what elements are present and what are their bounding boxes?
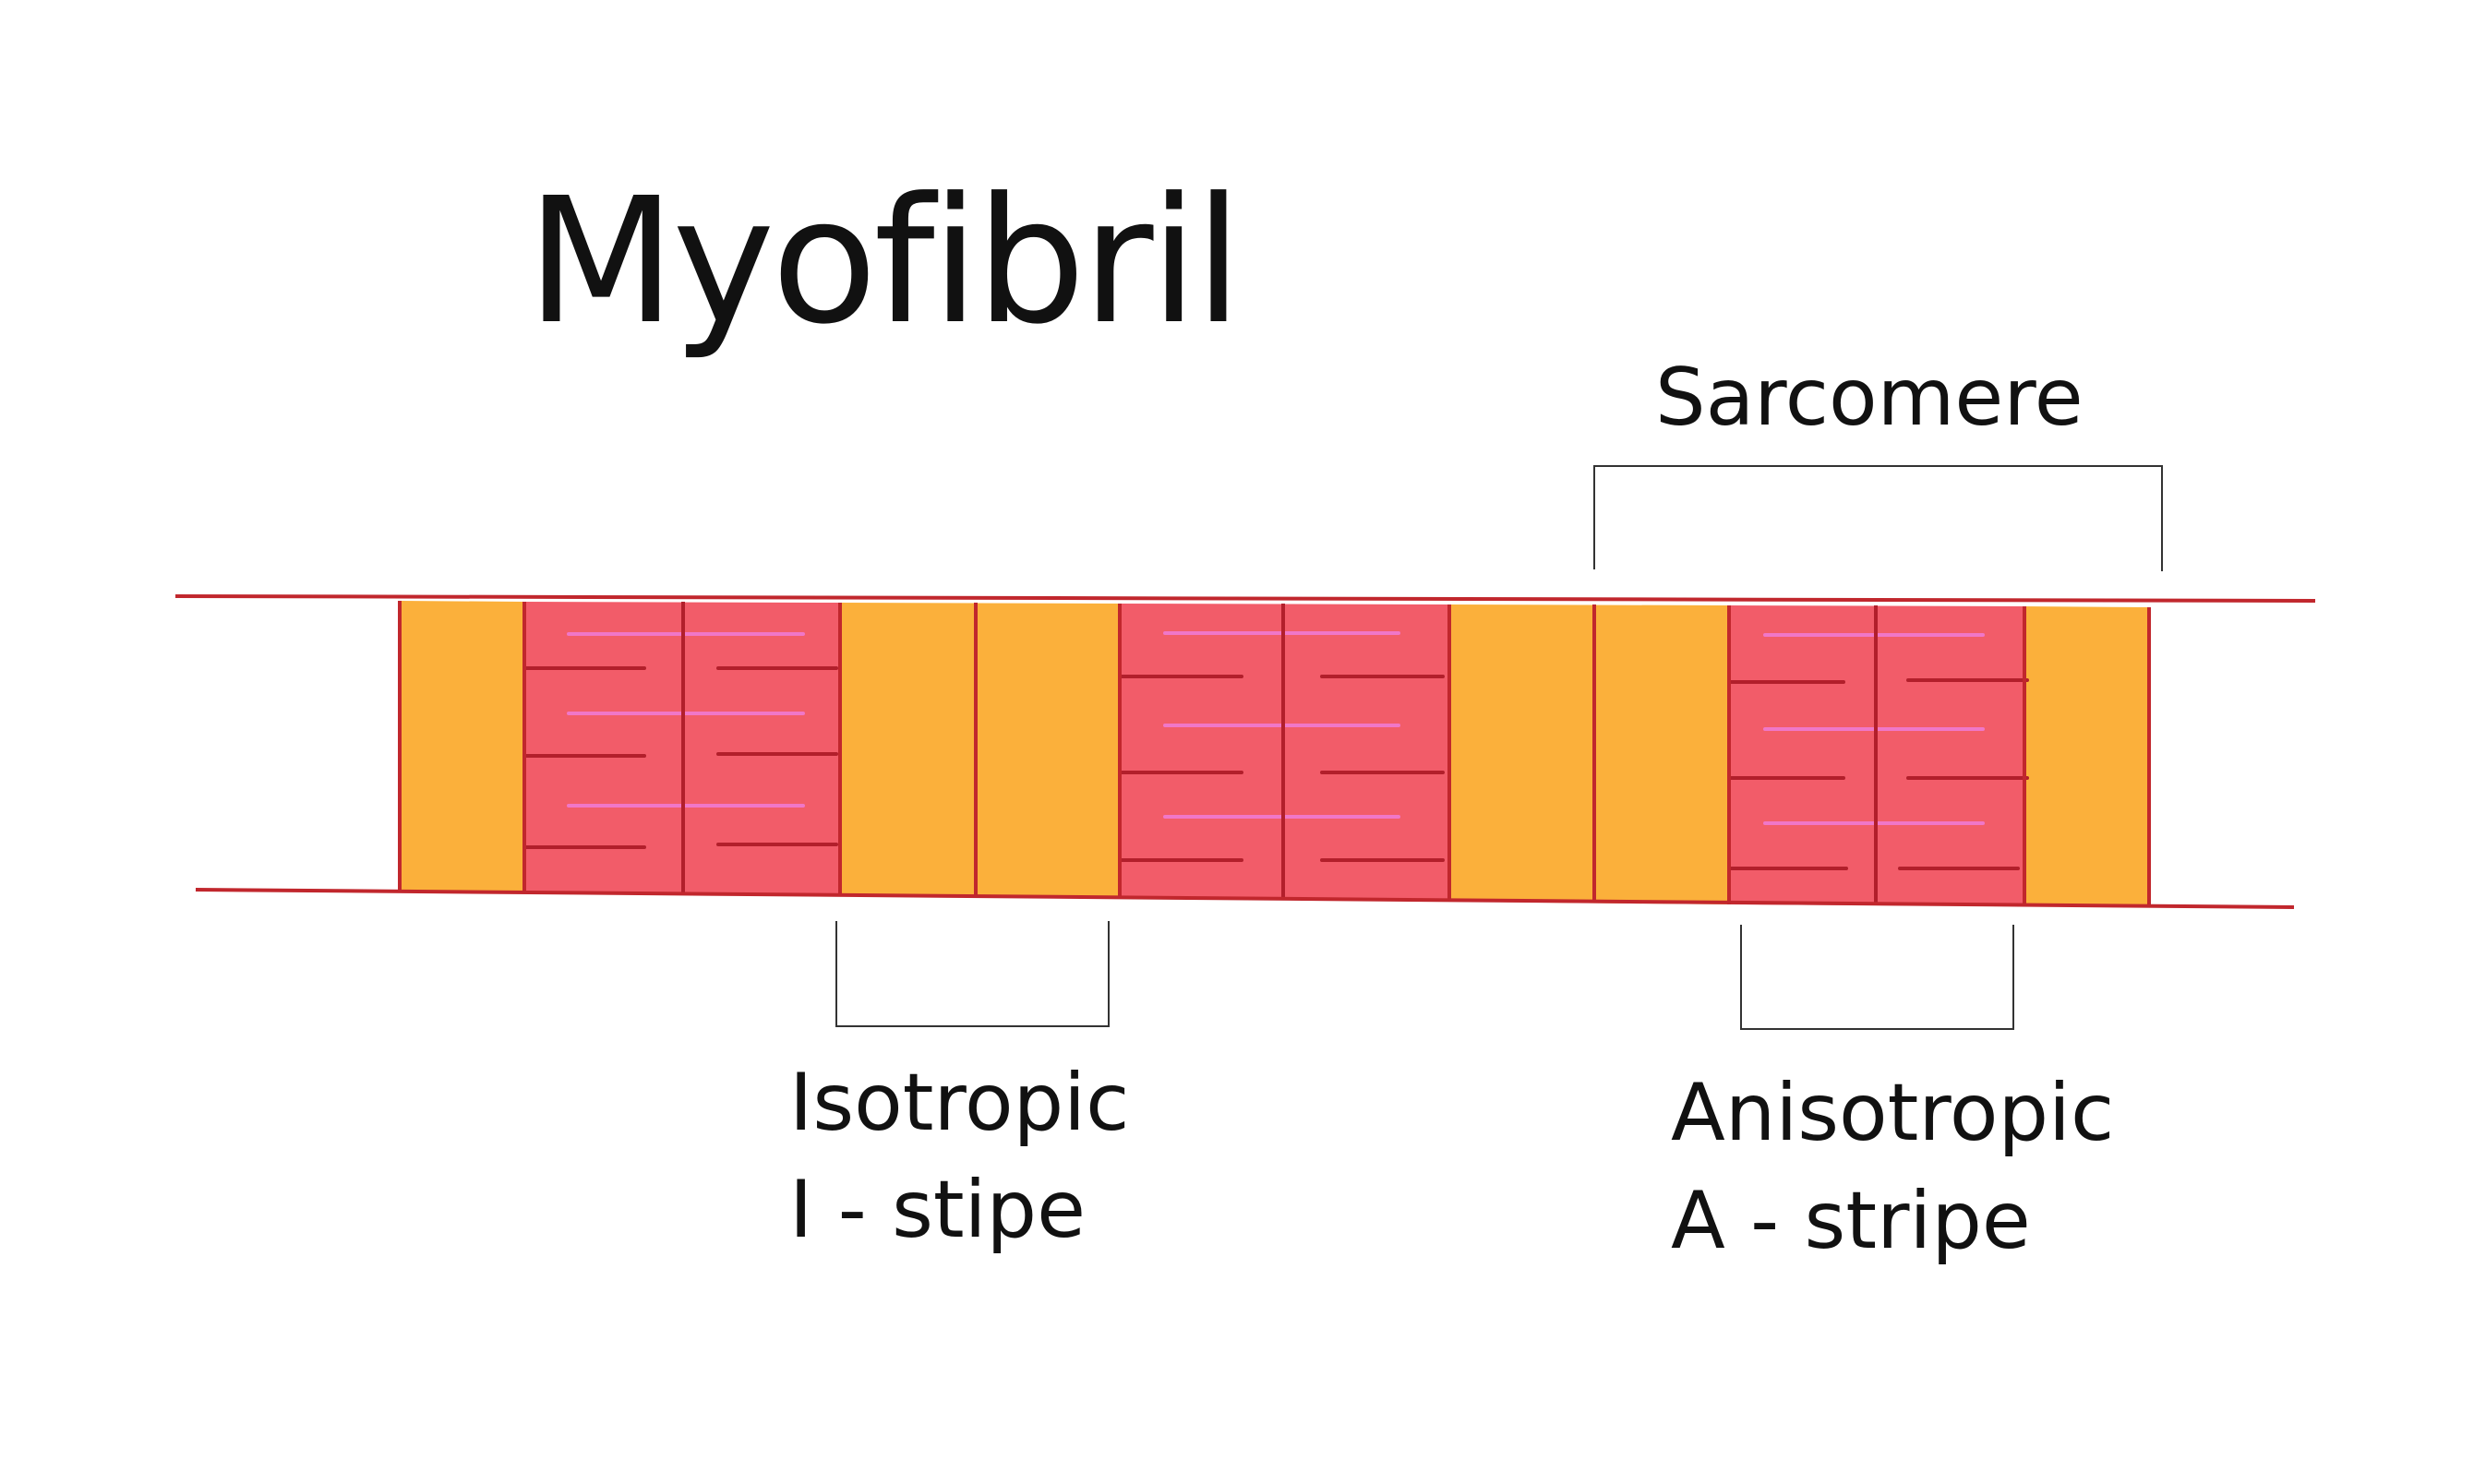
- i-band-4: [2024, 606, 2149, 907]
- bottom-outline: [195, 888, 2295, 909]
- i-band-bracket: [835, 921, 1110, 1027]
- i-band-3: [1449, 604, 1729, 904]
- isotropic-band-label: Isotropic: [789, 1057, 1130, 1149]
- band-borders: [398, 601, 2151, 907]
- i-band-2: [840, 603, 1120, 897]
- a-band-bracket: [1740, 925, 2014, 1030]
- diagram-title: Myofibril: [526, 161, 1243, 363]
- i-bands: [400, 601, 2149, 907]
- i-band-1: [400, 601, 524, 892]
- sarcomere-label: Sarcomere: [1655, 352, 2084, 444]
- a-band-abbreviation-label: A - stripe: [1671, 1175, 2031, 1267]
- top-outline: [174, 594, 2316, 603]
- brackets: [835, 465, 2163, 1030]
- filaments: [522, 631, 2029, 870]
- sarcomere-bracket: [1593, 465, 2163, 571]
- anisotropic-band-label: Anisotropic: [1671, 1067, 2115, 1159]
- myofibril-outline: [174, 594, 2316, 909]
- i-band-abbreviation-label: I - stipe: [789, 1164, 1086, 1256]
